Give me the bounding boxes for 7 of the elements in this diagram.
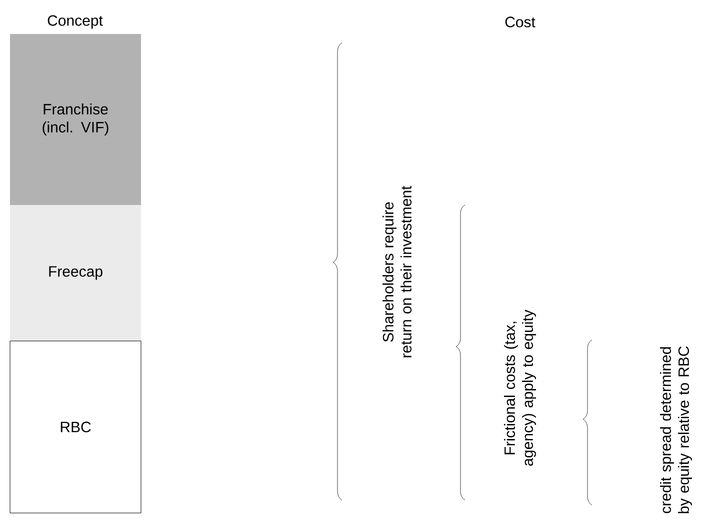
brace-label: credit spread determined by equity relative to RBC [660, 346, 692, 514]
concept-box: RBC [10, 340, 142, 514]
brace-label: Shareholders require return on their investment [382, 186, 412, 358]
concept-box: Freecap [10, 205, 141, 341]
brace-label: Frictional costs (tax, agency) apply to equity [504, 310, 536, 466]
concept-box: Franchise (incl. VIF) [10, 34, 141, 205]
column-header: Cost [505, 16, 536, 28]
